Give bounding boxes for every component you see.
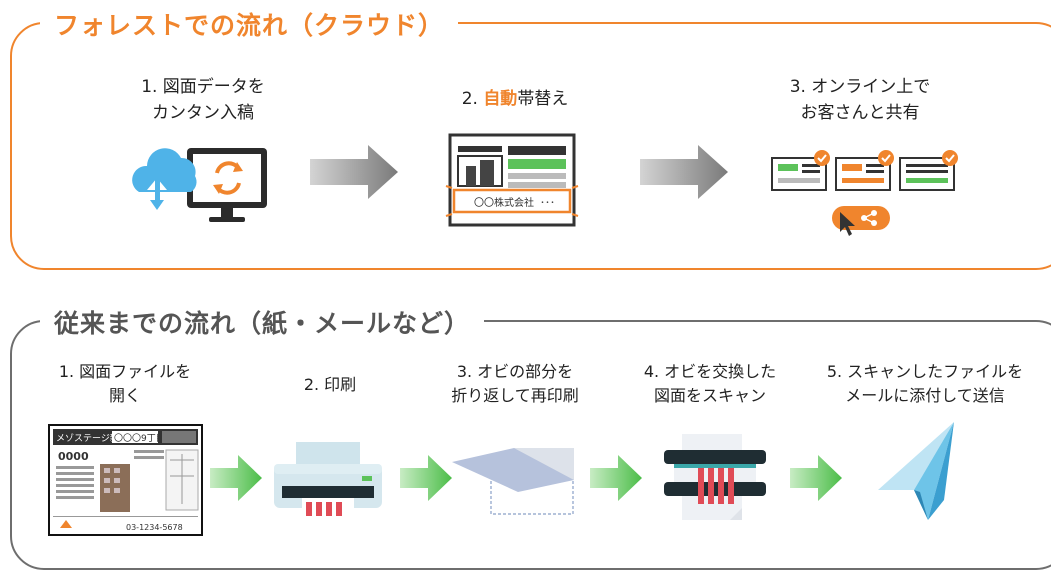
paper-step-1-label: 1. 図面ファイルを 開く	[40, 360, 210, 408]
cloud-step-2-highlight: 自動	[483, 89, 518, 109]
flow-arrow-right-icon	[590, 455, 642, 501]
paper-step-5-label: 5. スキャンしたファイルを メールに添付して送信	[815, 360, 1035, 408]
flyer-price-text: 0000	[58, 450, 89, 463]
paper-step-1-line1: 1. 図面ファイルを	[58, 362, 192, 381]
paper-step-3-line1: 3. オビの部分を	[456, 362, 574, 381]
folded-paper-icon	[452, 448, 574, 515]
paper-step-4-label: 4. オビを交換した 図面をスキャン	[625, 360, 795, 408]
flow-arrow-right-icon	[790, 455, 842, 501]
paper-step-1-line2: 開く	[108, 386, 141, 405]
property-flyer-thumbnail: メゾステージ新目 〇〇〇9丁目 0000 03-1234-5678	[48, 424, 203, 536]
flyer-address-text: 〇〇〇9丁目	[114, 433, 165, 444]
flow-arrow-right-icon	[640, 145, 728, 199]
flyer-header-text: メゾステージ新目	[56, 432, 128, 444]
paper-step-2-line1: 2. 印刷	[303, 375, 357, 394]
cloud-step-1-label: 1. 図面データを カンタン入稿	[118, 74, 288, 126]
paper-plane-send-icon	[878, 422, 954, 520]
flow-arrow-right-icon	[310, 145, 398, 199]
cloud-step-1-line1: 1. 図面データを	[141, 77, 265, 97]
cloud-step-2-suffix: 帯替え	[517, 89, 569, 109]
paper-step-5-line1: 5. スキャンしたファイルを	[826, 362, 1024, 381]
cloud-step-2-prefix: 2.	[461, 89, 484, 109]
scanner-icon	[664, 434, 766, 520]
flow-arrow-right-icon	[400, 455, 452, 501]
cloud-flow-title: フォレストでの流れ（クラウド）	[40, 6, 459, 42]
cloud-flow-panel	[10, 22, 1051, 270]
banner-dots-text: ･･･	[540, 198, 555, 209]
cloud-step-2-label: 2. 自動帯替え	[430, 86, 600, 112]
cloud-step-3-line2: お客さんと共有	[800, 103, 920, 123]
cloud-upload-monitor-icon	[132, 148, 267, 222]
paper-step-5-line2: メールに添付して送信	[845, 386, 1005, 405]
paper-step-4-line2: 図面をスキャン	[653, 386, 766, 405]
paper-step-2-label: 2. 印刷	[255, 373, 405, 397]
paper-step-4-line1: 4. オビを交換した	[643, 362, 777, 381]
paper-step-3-line2: 折り返して再印刷	[451, 386, 579, 405]
cloud-step-3-line1: 3. オンライン上で	[789, 77, 931, 97]
flyer-phone-text: 03-1234-5678	[126, 523, 183, 532]
flow-arrow-right-icon	[210, 455, 262, 501]
document-banner-replace-icon: 〇〇株式会社 ･･･	[445, 133, 579, 227]
paper-step-3-label: 3. オビの部分を 折り返して再印刷	[430, 360, 600, 408]
cloud-step-1-line2: カンタン入稿	[152, 103, 254, 123]
printer-icon	[274, 442, 382, 518]
online-share-documents-icon	[771, 150, 958, 236]
cloud-step-3-label: 3. オンライン上で お客さんと共有	[775, 74, 945, 126]
paper-flow-title: 従来までの流れ（紙・メールなど）	[40, 304, 485, 340]
banner-company-text: 〇〇株式会社	[474, 196, 534, 209]
